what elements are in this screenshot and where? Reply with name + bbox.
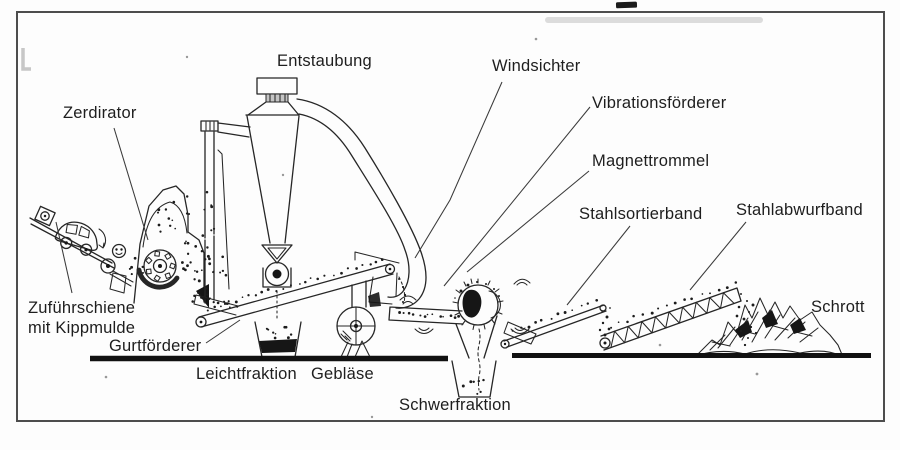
border-frame [16,11,885,422]
leader-windsichter [414,81,503,259]
leader-lines [55,81,747,344]
shredder [133,149,230,308]
label-vibrationsfoerderer: Vibrationsförderer [592,94,727,112]
leader-vibrationsfoerderer [443,106,591,287]
magnetic-drum [452,278,504,391]
shredder-rotor [136,249,180,290]
leader-stahlsortierband [566,225,631,306]
heavy-fraction-funnel [455,315,498,359]
filter-box [256,77,298,95]
label-entstaubung: Entstaubung [277,52,372,70]
blower [336,280,376,358]
label-schrott: Schrott [811,298,865,316]
label-zufuehrschiene-line2: mit Kippmulde [28,319,135,337]
label-stahlsortierband: Stahlsortierband [579,205,702,223]
leader-gurtfoerderer [205,319,241,344]
label-schwerfraktion: Schwerfraktion [399,396,511,414]
ramp-pulleys [100,243,134,294]
steel-discharge-conveyor [599,287,742,351]
label-magnettrommel: Magnettrommel [592,152,709,170]
material-dots [128,190,758,395]
steel-sorting-belt [500,304,607,349]
labels: Entstaubung Zerdirator Windsichter Vibra… [28,52,865,414]
label-geblaese: Gebläse [311,365,374,383]
label-windsichter: Windsichter [492,57,581,75]
label-zufuehrschiene-line1: Zuführschiene [28,299,135,317]
dedusting-cyclone [245,77,300,320]
label-zerdirator: Zerdirator [63,104,137,122]
light-fraction-container [254,321,302,358]
feed-ramp [29,205,134,294]
winch-box [34,205,56,227]
belt-conveyor [193,251,400,328]
rotary-valve [261,244,293,288]
label-stahlabwurfband: Stahlabwurfband [736,201,863,219]
air-classifier [368,272,531,335]
duct-to-classifier [296,98,427,309]
label-gurtfoerderer: Gurtförderer [109,337,202,355]
vibration-trough [388,306,464,325]
suction-duct [200,120,251,239]
leader-zerdirator [113,127,149,241]
tipping-arrow [98,228,107,249]
label-leichtfraktion: Leichtfraktion [196,365,297,383]
vibration-arcs [399,278,531,335]
car [54,221,99,256]
leader-stahlabwurfband [689,221,747,291]
leader-magnettrommel [466,170,590,273]
scan-artifacts [21,1,763,419]
transfer-plate [503,321,537,345]
scrap-pile [694,297,844,358]
heavy-fraction-container [451,360,497,398]
leader-zufuehrschiene [55,221,73,294]
discharge-wedge [196,284,209,308]
